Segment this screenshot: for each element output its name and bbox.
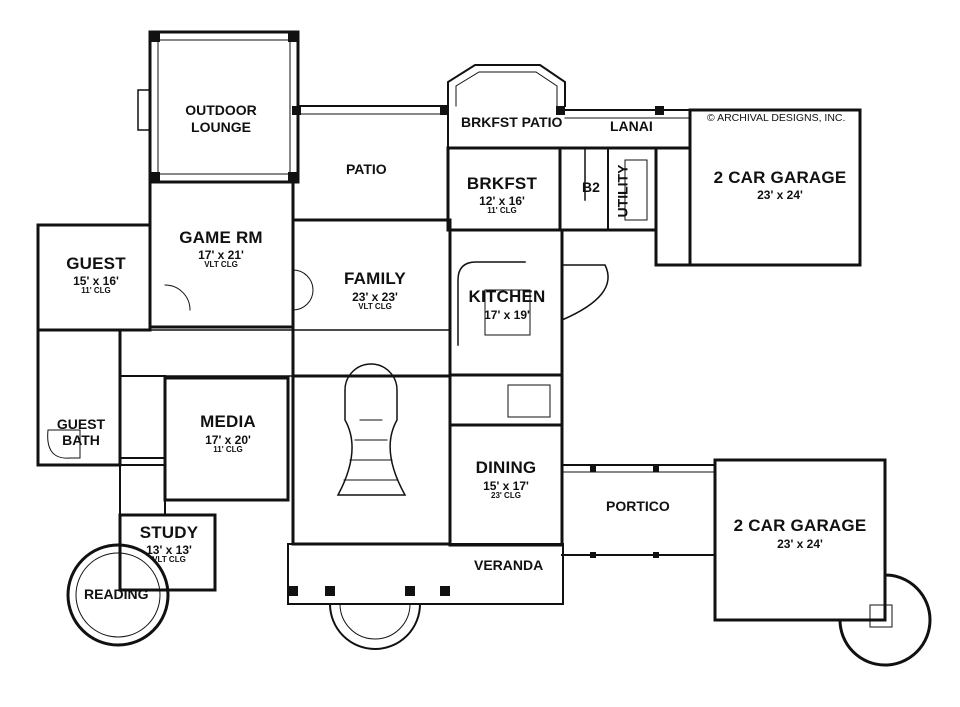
guest-ceiling: 11' CLG [81,286,111,295]
brkfst-patio-bay [447,64,566,107]
game-room-door-swing [164,284,191,311]
brkfst-label: BRKFST 12' x 16' 11' CLG [462,175,542,215]
lanai-label: LANAI [610,118,653,134]
appliance [507,384,551,418]
column [292,106,301,115]
media-label: MEDIA 17' x 20' 11' CLG [185,413,271,454]
column [150,172,160,182]
guest-name: GUEST [66,254,126,273]
column [288,32,298,42]
game-room-name: GAME RM [179,228,263,247]
brkfst-patio-bay-inner [455,71,558,107]
dining-dims: 15' x 17' [483,479,529,493]
game-room-label: GAME RM 17' x 21' VLT CLG [172,229,270,269]
kitchen-dims: 17' x 19' [484,308,530,322]
column [655,106,664,115]
media-ceiling: 11' CLG [213,445,243,454]
copyright-text: © ARCHIVAL DESIGNS, INC. [707,112,846,124]
garage-top-label: 2 CAR GARAGE 23' x 24' [710,169,850,201]
reading-label: READING [84,586,149,602]
brkfst-dims: 12' x 16' [479,194,525,208]
portico-label: PORTICO [606,498,670,514]
guest-bath-label: GUEST BATH [56,417,106,447]
garage-top-wall [688,108,862,267]
column [440,586,450,596]
brkfst-name: BRKFST [466,174,538,193]
study-label: STUDY 13' x 13' VLT CLG [134,524,204,564]
guest-bath-name-line1: GUEST [56,416,106,432]
patio-label: PATIO [346,161,387,177]
guest-bath-name-line2: BATH [62,432,100,448]
outdoor-lounge-name-line2: LOUNGE [191,119,251,135]
patio-wall [297,105,449,153]
gallery-hall [119,329,451,377]
garage-bottom-name: 2 CAR GARAGE [733,516,867,535]
column [288,586,298,596]
reading-turret [66,543,170,647]
game-room-dims: 17' x 21' [198,248,244,262]
garage-stair-turret [838,573,932,667]
column [405,586,415,596]
column [288,172,298,182]
family-fireplace-arc [292,269,314,311]
dining-ceiling: 23' CLG [491,491,521,500]
column [590,552,596,558]
garage-bottom-wall [713,458,887,622]
column [150,32,160,42]
grand-staircase [336,363,407,496]
veranda-outline [287,543,564,605]
garage-bottom-label: 2 CAR GARAGE 23' x 24' [730,517,870,550]
veranda-bay-inner [339,603,411,640]
b2-label: B2 [582,179,600,195]
media-name: MEDIA [200,412,256,431]
garage-top-dims: 23' x 24' [757,188,803,202]
garage-bottom-dims: 23' x 24' [777,537,823,551]
veranda-bay [328,602,422,650]
column [325,586,335,596]
kitchen-counter [457,261,526,346]
fireplace-outline [137,89,151,131]
brkfst-patio-label: BRKFST PATIO [461,114,563,130]
column [653,466,659,472]
utility-counter [624,159,648,221]
media-dims: 17' x 20' [205,433,251,447]
kitchen-bay [561,264,609,321]
game-room-ceiling: VLT CLG [204,260,238,269]
column [590,466,596,472]
veranda-label: VERANDA [474,557,544,573]
study-name: STUDY [139,523,199,542]
kitchen-island [484,289,531,336]
utility-label: UTILITY [614,164,631,218]
kitchen-name: KITCHEN [468,287,546,306]
dining-name: DINING [475,458,537,477]
turret-stair [869,604,893,628]
study-dims: 13' x 13' [146,543,192,557]
column [556,106,565,115]
kitchen-label: KITCHEN 17' x 19' [462,288,552,321]
column [653,552,659,558]
family-name: FAMILY [344,269,406,288]
outdoor-lounge-inner-line [157,39,291,175]
garage-top-name: 2 CAR GARAGE [713,168,847,187]
study-ceiling: VLT CLG [152,555,186,564]
guest-label: GUEST 15' x 16' 11' CLG [58,255,134,295]
family-dims: 23' x 23' [352,290,398,304]
column [440,106,449,115]
outdoor-lounge-name-line1: OUTDOOR [185,102,257,118]
family-label: FAMILY 23' x 23' VLT CLG [330,270,420,311]
brkfst-ceiling: 11' CLG [487,206,517,215]
hall-closet [119,464,166,516]
family-ceiling: VLT CLG [358,302,392,311]
dining-label: DINING 15' x 17' 23' CLG [466,459,546,500]
reading-turret-inner [75,552,161,638]
closet-wall [119,375,166,459]
bathtub [47,429,81,459]
guest-dims: 15' x 16' [73,274,119,288]
outdoor-lounge-label: OUTDOOR LOUNGE [178,103,264,134]
